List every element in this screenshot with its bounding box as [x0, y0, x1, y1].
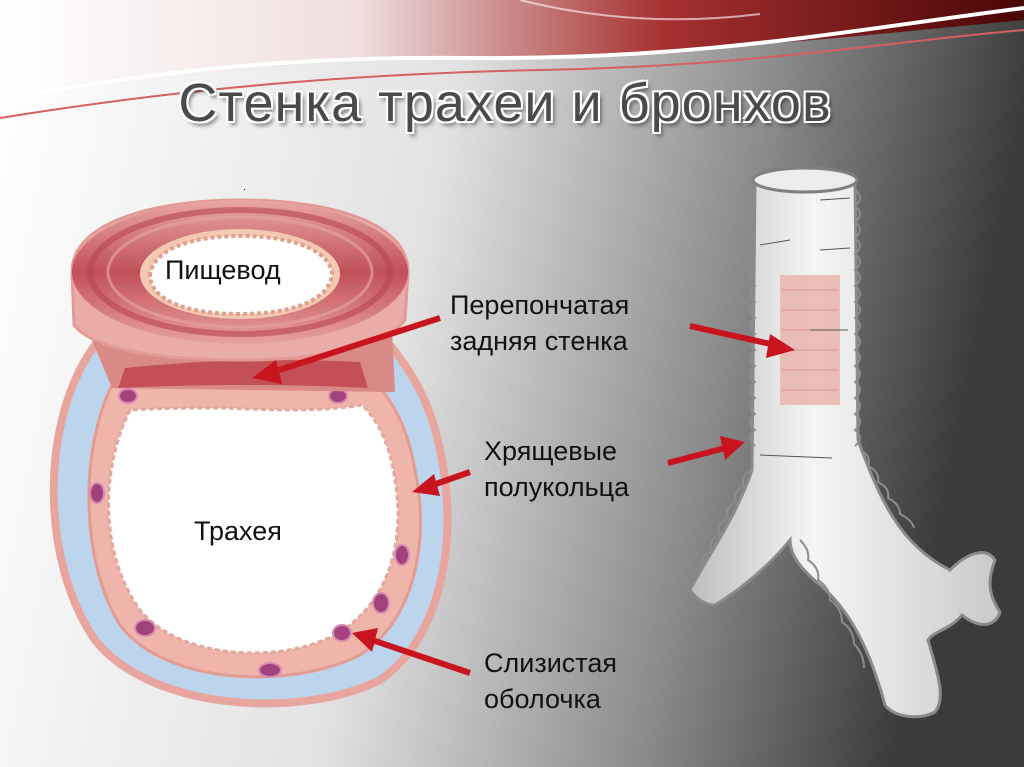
mucosa-line2: оболочка [484, 681, 617, 717]
slide-title: Стенка трахеи и бронхов [0, 72, 1010, 134]
cartilage-label: Хрящевые полукольца [484, 433, 629, 505]
cartilage-line2: полукольца [484, 469, 629, 505]
membranous-wall-line2: задняя стенка [450, 323, 629, 359]
svg-text:.: . [243, 182, 246, 193]
mucosa-label: Слизистая оболочка [484, 645, 617, 717]
trachea-label: Трахея [194, 513, 282, 549]
membranous-wall-label: Перепончатая задняя стенка [450, 287, 629, 359]
mucosa-line1: Слизистая [484, 645, 617, 681]
cartilage-line1: Хрящевые [484, 433, 629, 469]
membranous-wall-line1: Перепончатая [450, 287, 629, 323]
esophagus-label: Пищевод [165, 252, 281, 288]
